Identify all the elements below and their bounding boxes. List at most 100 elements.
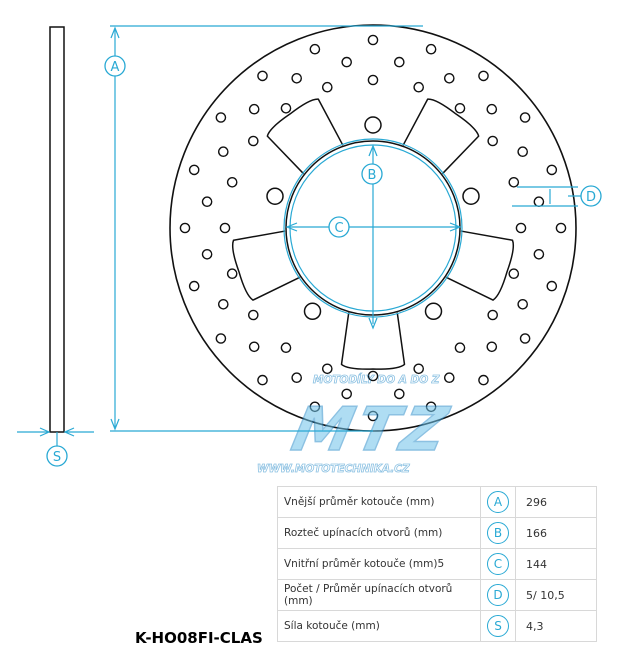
drill-hole [546,164,558,176]
spec-value: 166 [515,517,597,549]
drill-hole [367,410,379,422]
spec-row: Rozteč upínacích otvorů (mm) B 166 [277,517,597,549]
spec-label: Vnitřní průměr kotouče (mm)5 [277,548,481,580]
drill-hole [478,374,489,386]
product-code: K-HO08FI-CLAS [135,629,263,647]
drill-hole [247,135,259,147]
drill-hole [217,146,229,157]
spec-symbol: B [487,522,509,544]
spec-value: 144 [515,548,597,580]
drill-hole [367,34,379,46]
spec-label: Rozteč upínacích otvorů (mm) [277,517,481,549]
drill-hole [291,73,303,84]
spec-symbol: D [487,584,509,606]
dim-a-arrow-bottom [110,418,120,431]
drill-hole [454,342,466,354]
drill-hole [291,372,303,384]
drill-hole [393,56,405,68]
drill-hole [487,135,499,147]
drill-hole [188,164,200,176]
carrier-spoke [340,312,406,370]
drill-hole [508,176,520,188]
drill-hole [425,43,437,55]
dimension-labels: A B C D S [46,55,602,467]
mounting-hole [266,187,284,205]
drill-hole [257,70,268,82]
drill-hole [443,73,455,84]
disc-side-view [49,26,65,433]
drill-hole [248,341,260,353]
dim-label-a: A [104,55,126,77]
mounting-hole [303,302,322,321]
watermark-top-text: MOTODÍLY DO A DO Z [313,373,440,386]
drill-hole [546,280,558,292]
drill-hole [215,333,227,344]
svg-text:S: S [53,450,61,465]
dim-label-s: S [46,445,68,467]
drill-hole [188,280,200,292]
dim-c-bore-circle [283,138,463,318]
drill-hole [413,363,425,375]
drill-hole [425,401,437,413]
drill-hole [226,268,238,280]
spec-label: Počet / Průměr upínacích otvorů (mm) [277,579,481,611]
drill-hole [519,112,531,123]
drill-hole [226,176,238,188]
carrier-spoke [445,230,515,301]
cross-drilled-holes [179,34,567,422]
drill-hole [533,248,545,260]
mounting-holes [266,116,480,321]
spec-row: Počet / Průměr upínacích otvorů (mm) D 5/ … [277,579,597,611]
drill-hole [201,248,213,260]
carrier-spoke [266,98,344,175]
spec-symbol: A [487,491,509,513]
carrier-spoke [402,98,480,175]
carrier-spokes [231,98,515,370]
drill-hole [341,56,353,68]
drill-hole [555,222,567,234]
spec-symbol-cell: A [480,486,516,518]
spec-value: 5/ 10,5 [515,579,597,611]
svg-text:D: D [586,190,596,205]
spec-symbol-cell: S [480,610,516,642]
mounting-hole [364,116,382,134]
watermark: MOTODÍLY DO A DO Z MTZ WWW.MOTOTECHNIKA.… [257,373,458,476]
watermark-logo: MTZ [286,396,457,465]
dim-s-arrow-left [39,427,51,437]
drill-hole [443,372,455,384]
drill-hole [217,298,229,310]
dim-c-arrow-left [285,222,298,232]
mounting-hole [424,302,443,321]
dim-s-arrow-right [63,427,75,437]
drill-hole [533,196,545,207]
mounting-hole [462,187,480,205]
drill-hole [517,298,529,310]
drill-hole [280,342,292,354]
drill-hole [341,388,353,400]
spec-value: 4,3 [515,610,597,642]
dim-a-arrow-top [110,26,120,39]
drill-hole [247,309,259,321]
drill-hole [515,222,527,234]
watermark-url: WWW.MOTOTECHNIKA.CZ [257,463,410,475]
spec-symbol: S [487,615,509,637]
svg-text:C: C [334,221,343,236]
drill-hole [280,103,292,114]
drill-hole [508,268,520,280]
drill-hole [257,374,268,386]
spec-label: Vnější průměr kotouče (mm) [277,486,481,518]
spec-value: 296 [515,486,597,518]
dim-b-arrow-top [368,144,378,157]
drill-hole [367,370,379,382]
drill-hole [413,81,425,93]
drill-hole [478,70,489,82]
drill-hole [321,81,333,93]
dim-label-d: D [580,185,602,207]
spec-row: Vnější průměr kotouče (mm) A 296 [277,486,597,518]
drill-hole [454,103,466,114]
drill-hole [321,363,333,375]
drill-hole [248,103,260,115]
